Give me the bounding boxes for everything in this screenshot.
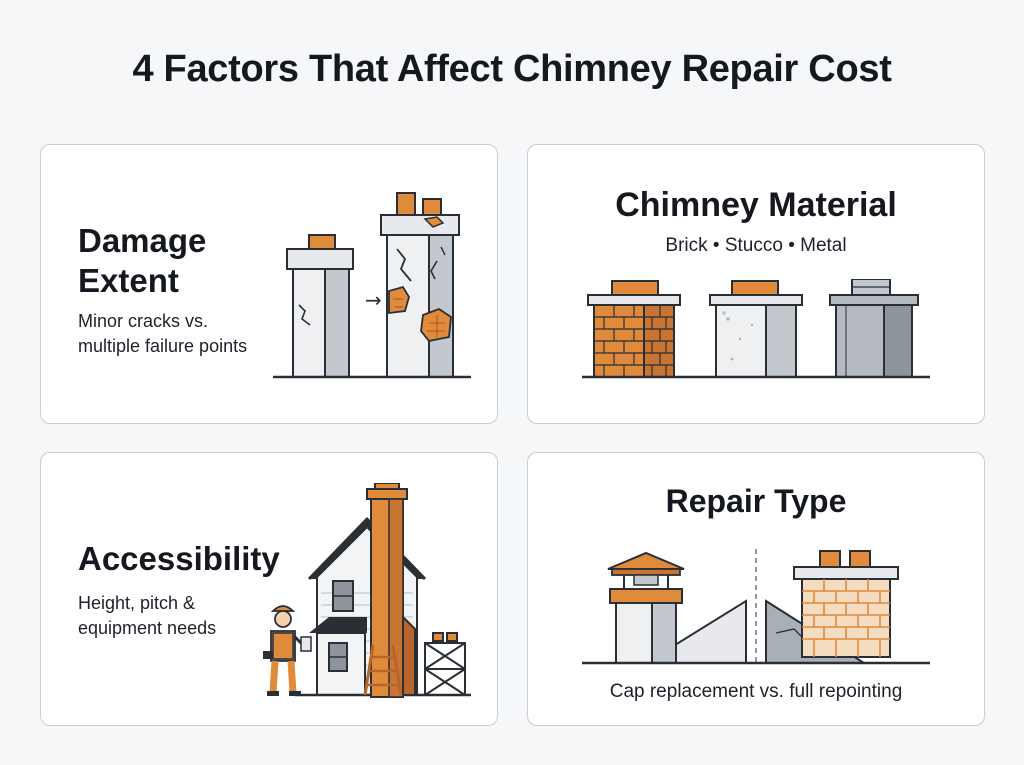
damage-extent-description: Minor cracks vs. multiple failure points (78, 309, 247, 359)
brick-chimney-icon (587, 280, 681, 378)
card-repair-type: Repair Type (527, 452, 985, 726)
damage-extent-heading: Damage Extent (78, 221, 206, 301)
desc-line-1: Minor cracks vs. (78, 311, 209, 331)
metal-chimney-icon (829, 279, 919, 378)
minor-crack-chimney-icon (286, 234, 354, 378)
desc-line-1: Height, pitch & (78, 593, 196, 613)
ladder-icon (363, 644, 403, 696)
card-damage-extent: Damage Extent Minor cracks vs. multiple … (40, 144, 498, 424)
accessibility-heading: Accessibility (78, 540, 280, 577)
accessibility-description: Height, pitch & equipment needs (78, 591, 216, 641)
material-chimneys-illustration (582, 279, 930, 379)
card-accessibility: Accessibility Height, pitch & equipment … (40, 452, 498, 726)
chimney-icon (366, 483, 416, 698)
damaged-chimney-icon (380, 192, 460, 378)
card-chimney-material: Chimney Material Brick • Stucco • Metal (527, 144, 985, 424)
repair-comparison-illustration (582, 549, 930, 665)
arrow-right-icon: → (365, 288, 382, 312)
material-list: Brick • Stucco • Metal (665, 235, 847, 256)
scaffold-icon (424, 632, 466, 696)
desc-line-2: multiple failure points (78, 336, 248, 356)
page-title: 4 Factors That Affect Chimney Repair Cos… (132, 48, 892, 90)
house-access-illustration (263, 483, 471, 698)
worker-icon (263, 605, 312, 696)
heading-line-2: Extent (78, 262, 179, 299)
chimney-cap-icon (607, 551, 685, 664)
desc-line-2: equipment needs (78, 618, 217, 638)
heading-line-1: Damage (78, 222, 207, 259)
repointed-brick-chimney-icon (793, 550, 899, 658)
repair-type-caption: Cap replacement vs. full repointing (609, 681, 903, 702)
damage-chimneys-illustration: → (273, 192, 471, 379)
stucco-chimney-icon (709, 280, 803, 378)
chimney-material-heading: Chimney Material (615, 186, 897, 224)
repair-type-heading: Repair Type (665, 483, 847, 519)
